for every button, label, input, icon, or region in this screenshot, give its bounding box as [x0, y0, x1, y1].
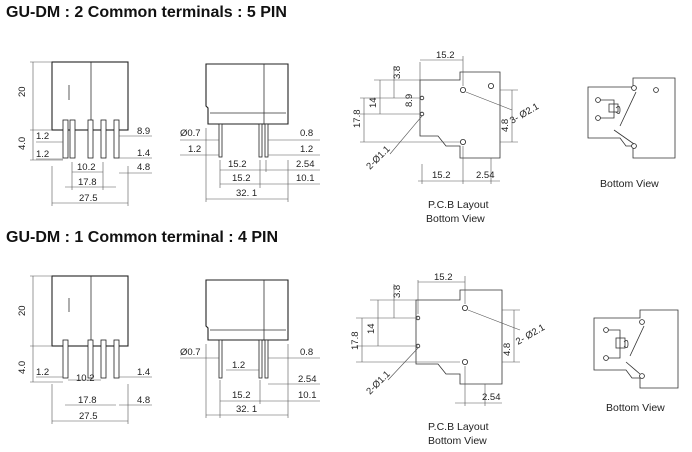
s1-front-width: 27.5 [79, 193, 98, 204]
s2-front-d4: 17.8 [78, 395, 97, 406]
s2-pcb-v3: 17.8 [350, 332, 361, 351]
s2-pcb-right: 4.8 [502, 343, 513, 356]
s1-front-d4: 1.4 [137, 148, 150, 159]
s1-side-pin-dia: Ø0.7 [180, 128, 201, 139]
s1-pcb-right: 4.8 [500, 119, 511, 132]
s2-front-width: 27.5 [79, 411, 98, 422]
s1-pcb-hole-small: 2-Ø1.1 [364, 144, 392, 172]
s1-side-d2: 0.8 [300, 128, 313, 139]
s2-front-d2: 10.2 [76, 373, 95, 384]
s1-pcb-v1: 3.8 [392, 66, 403, 79]
s1-pcb-caption1: P.C.B Layout [428, 199, 489, 211]
s2-schematic-caption: Bottom View [606, 402, 665, 414]
s2-pcb-b1: 2.54 [482, 392, 501, 403]
s2-pcb-layout: 15.2 3.8 14 17.8 2- Ø2.1 2-Ø1.1 4.8 2.54… [350, 272, 547, 447]
s1-pcb-top: 15.2 [436, 50, 455, 61]
s1-front-d3: 8.9 [137, 126, 150, 137]
s1-front-h-pin: 4.0 [17, 137, 28, 150]
s1-pcb-v4: 17.8 [352, 110, 363, 129]
s1-front-h-body: 20 [17, 86, 28, 97]
s2-front-d1: 1.2 [36, 367, 49, 378]
s1-pcb-b2: 2.54 [476, 170, 495, 181]
s2-pcb-caption2: Bottom View [428, 435, 487, 447]
s2-pcb-v2: 14 [366, 323, 377, 334]
s2-front-h-pin: 4.0 [17, 361, 28, 374]
s2-side-d5: 10.1 [298, 390, 317, 401]
s2-side-d3: 2.54 [298, 374, 317, 385]
s2-front-d3: 1.4 [137, 367, 150, 378]
s2-side-pin-dia: Ø0.7 [180, 347, 201, 358]
s2-side-width: 32. 1 [236, 404, 257, 415]
s1-side-d6: 15.2 [232, 173, 251, 184]
s1-side-d5: 2.54 [296, 159, 315, 170]
section-1-title: GU-DM : 2 Common terminals : 5 PIN [6, 4, 287, 21]
s1-pcb-hole-big: 3- Ø2.1 [508, 101, 541, 126]
s2-side-d1: 0.8 [300, 347, 313, 358]
s2-pcb-caption1: P.C.B Layout [428, 421, 489, 433]
s1-front-d6: 10.2 [77, 162, 96, 173]
s2-pcb-hole-small: 2-Ø1.1 [364, 369, 392, 397]
s1-side-d7: 10.1 [296, 173, 315, 184]
s2-front-view: 20 4.0 1.2 10.2 1.4 17.8 4.8 27.5 [17, 275, 152, 424]
s2-front-h-body: 20 [17, 305, 28, 316]
s1-schematic-caption: Bottom View [600, 178, 659, 190]
s2-front-d5: 4.8 [137, 395, 150, 406]
s1-side-d1: 1.2 [188, 144, 201, 155]
s2-pcb-hole-big: 2- Ø2.1 [514, 322, 547, 347]
s2-pcb-top: 15.2 [434, 272, 453, 283]
s1-side-view: Ø0.7 1.2 0.8 1.2 15.2 2.54 15.2 10.1 32.… [180, 63, 320, 202]
s1-front-view: 20 4.0 1.2 1.2 8.9 1.4 4.8 10.2 17.8 27.… [17, 61, 152, 206]
s1-side-d4: 15.2 [228, 159, 247, 170]
s1-front-d5: 4.8 [137, 162, 150, 173]
s1-pcb-caption2: Bottom View [426, 213, 485, 225]
s1-side-width: 32. 1 [236, 188, 257, 199]
s2-side-view: Ø0.7 0.8 1.2 2.54 15.2 10.1 32. 1 [180, 279, 320, 418]
s1-front-d7: 17.8 [78, 177, 97, 188]
s2-side-d4: 15.2 [232, 390, 251, 401]
s1-pcb-v3: 14 [368, 97, 379, 108]
s1-pcb-layout: 15.2 3.8 8.9 14 17.8 3- Ø2.1 2-Ø1.1 4.8 … [352, 50, 541, 225]
s1-pcb-b1: 15.2 [432, 170, 451, 181]
s2-side-d2: 1.2 [232, 360, 245, 371]
s1-front-d1: 1.2 [36, 131, 49, 142]
s2-pcb-v1: 3.8 [392, 285, 403, 298]
s1-schematic: Bottom View [587, 77, 676, 190]
s1-front-d2: 1.2 [36, 149, 49, 160]
s1-pcb-v2: 8.9 [404, 94, 415, 107]
s2-schematic: Bottom View [593, 309, 679, 414]
s1-side-d3: 1.2 [300, 144, 313, 155]
section-2-title: GU-DM : 1 Common terminal : 4 PIN [6, 229, 279, 246]
